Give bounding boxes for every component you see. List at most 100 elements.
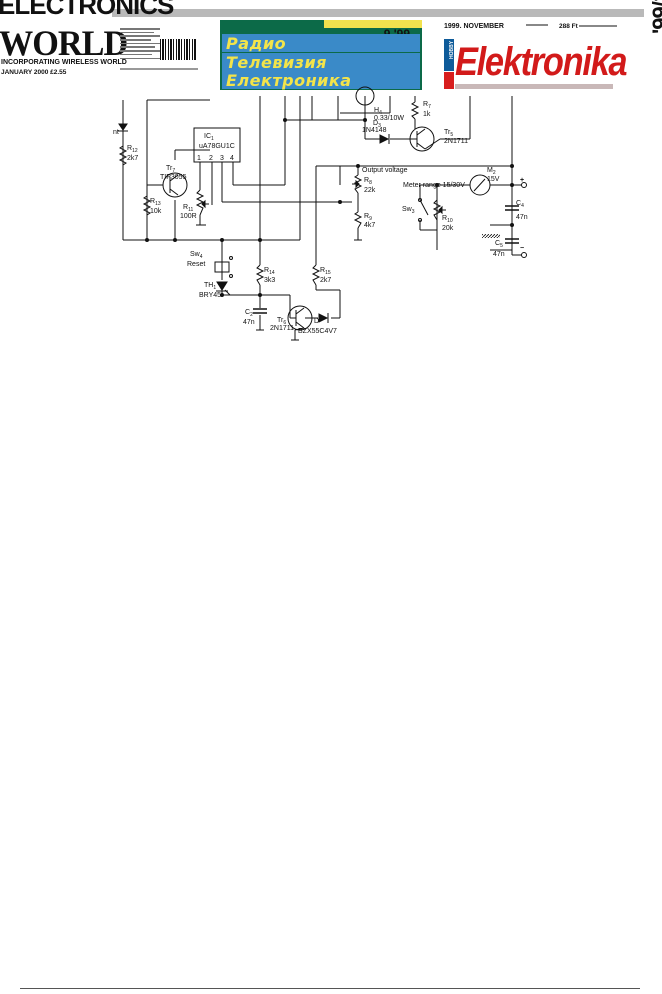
led-label: nt (113, 129, 119, 136)
ic1-pin-2: 2 (209, 155, 213, 162)
sw4-ref: Sw4 (190, 251, 203, 260)
meter-range-label: Meter range 15/30V (403, 182, 465, 189)
transistor-tr6-icon (287, 305, 313, 331)
resistor-r10 (432, 199, 442, 221)
c4-ref: C4 (516, 200, 524, 209)
elektronika-price: 288 Ft (559, 23, 578, 30)
elektronika-small-text (526, 24, 548, 26)
r13-value: 10k (150, 208, 162, 215)
radio-line-3: Електроника (222, 71, 420, 90)
radio-line-2-text: Телевизия (226, 53, 327, 72)
switch-sw3-icon (419, 199, 429, 216)
tr7-part: TIP3055 (160, 174, 187, 181)
hobby-tag (444, 39, 454, 71)
r11-value: 100R (180, 213, 197, 220)
r8-value: 22k (364, 187, 376, 194)
r15-ref: R15 (320, 267, 331, 276)
ground-hatch-icon (482, 234, 500, 238)
elektronika-cover: 1999. NOVEMBER 288 Ft HOBBY Elektronika … (434, 0, 662, 92)
thyristor-th1-icon (216, 281, 228, 291)
radio-line-2: Телевизия (222, 53, 420, 72)
r15-value: 2k7 (320, 277, 331, 284)
r9-value: 4k7 (364, 222, 375, 229)
r12-ref: R12 (127, 145, 138, 154)
led-icon (118, 123, 128, 131)
r8-ref: R8 (364, 177, 372, 186)
output-plus-label: + (520, 177, 524, 184)
footer-rule (20, 988, 640, 989)
elektronika-info-text (579, 25, 617, 27)
capacitors (253, 205, 519, 314)
tr5-ref: Tr5 (444, 129, 453, 138)
th1-part: BRY45 (199, 292, 221, 299)
c2-ref: C2 (245, 309, 253, 318)
ew-caption-line (120, 68, 198, 70)
resistor-r8 (353, 174, 363, 194)
radio-tv-cover: 9 '99 Радио Телевизия Електроника (220, 20, 422, 90)
resistor-r15 (311, 264, 321, 286)
schematic-labels: nt IC1 uA78GU1C 1 2 3 4 H4 0.33/10W R7 1… (113, 101, 528, 335)
r12-value: 2k7 (127, 155, 138, 162)
output-minus-label: − (520, 245, 524, 252)
ic1-pin-4: 4 (230, 155, 234, 162)
diode-d-zener-icon (318, 313, 329, 323)
d3-ref: D3 (373, 120, 381, 129)
ew-issue: JANUARY 2000 £2.55 (1, 69, 67, 76)
barcode-icon (160, 39, 196, 60)
c4-value: 47n (516, 214, 528, 221)
sw3-ref: Sw3 (402, 206, 415, 215)
ic1-pin-3: 3 (220, 155, 224, 162)
elektronika-bottom-bar (455, 84, 613, 89)
junction-dots (145, 118, 514, 297)
elektronika-title: Elektronika (455, 40, 628, 84)
ic1-part: uA78GU1C (199, 143, 235, 150)
switches (214, 198, 429, 278)
ew-title: WORLD (0, 23, 128, 63)
m2-value: 15V (487, 176, 500, 183)
resistor-r13 (142, 195, 152, 216)
ic1-box (193, 127, 241, 163)
output-plus-terminal (521, 182, 527, 188)
diode-d3-icon (379, 134, 390, 144)
resistor-r9 (353, 211, 363, 229)
th1-ref: TH1 (204, 282, 216, 291)
r10-value: 20k (442, 225, 454, 232)
radio-yellow-band (324, 20, 422, 28)
c5-value: 47n (493, 251, 505, 258)
r14-value: 3k3 (264, 277, 275, 284)
zener-part: BZX55C4V7 (298, 328, 337, 335)
zener-ref: D (314, 318, 319, 325)
r11-ref: R11 (183, 204, 193, 213)
hobby-tag-red (444, 72, 454, 89)
tr5-part: 2N1711 (444, 138, 468, 145)
c2-value: 47n (243, 319, 255, 326)
resistor-r7 (410, 101, 420, 120)
r14-ref: R14 (264, 267, 275, 276)
tr6-part: 2N1711 (270, 325, 294, 332)
h4-partial-icon (355, 86, 375, 106)
ic1-ref: IC1 (204, 133, 214, 142)
sw4-name: Reset (187, 261, 205, 268)
h4-ref: H4 (374, 107, 382, 116)
resistor-r14 (255, 264, 265, 286)
resistor-r11 (195, 189, 205, 216)
radio-line-3-text: Електроника (226, 71, 352, 90)
d3-part: 1N4148 (362, 127, 387, 134)
output-minus-terminal (521, 252, 527, 258)
c5-ref: C5 (495, 240, 503, 249)
terminals (521, 182, 527, 258)
electronics-world-cover: ELECTRONICS WORLD INCORPORATING WIRELESS… (0, 0, 205, 80)
transistors (162, 86, 441, 331)
diodes (118, 123, 390, 323)
transistor-tr7-icon (162, 172, 188, 198)
resistor-r12 (118, 145, 128, 166)
elektronika-date: 1999. NOVEMBER (444, 23, 504, 30)
r7-ref: R7 (423, 101, 431, 110)
r10-ref: R10 (442, 215, 453, 224)
r9-ref: R9 (364, 213, 372, 222)
tr7-ref: Tr7 (166, 165, 175, 174)
pot-wipers (201, 179, 446, 215)
ew-subtitle: INCORPORATING WIRELESS WORLD (1, 59, 127, 66)
tr6-ref: Tr6 (277, 317, 286, 326)
